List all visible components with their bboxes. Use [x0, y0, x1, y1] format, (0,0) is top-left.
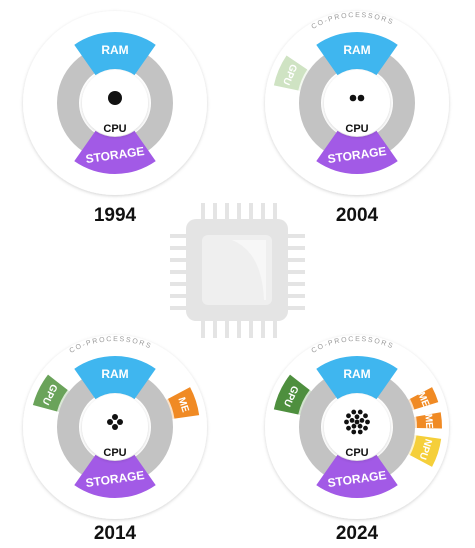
chip-pin	[225, 203, 229, 221]
memory-ring	[56, 44, 174, 162]
me-label: ME	[415, 391, 431, 409]
core-dot	[107, 419, 113, 425]
core-dot	[117, 419, 123, 425]
chip-pin	[237, 320, 241, 338]
cpu-label: CPU	[345, 123, 368, 135]
ram-segment	[74, 356, 156, 400]
chip-pin	[170, 270, 188, 274]
storage-segment	[74, 454, 156, 498]
memory-ring	[56, 368, 174, 486]
cpu-label: CPU	[345, 447, 368, 459]
storage-segment	[316, 130, 398, 174]
core-dot	[363, 425, 368, 431]
chip-pin	[170, 258, 188, 262]
chip-pin	[237, 203, 241, 221]
chip-pin	[287, 234, 305, 238]
core-dot	[354, 414, 360, 420]
chip-pin	[261, 203, 265, 221]
chip-pin	[249, 203, 253, 221]
core-dots	[108, 91, 122, 105]
me-wedge	[416, 412, 443, 429]
ram-segment	[316, 356, 398, 400]
chip-pin	[287, 246, 305, 250]
core-dot	[359, 417, 365, 423]
ram-segment	[74, 31, 156, 76]
diagram-1994: RAM STORAGE CPU 1994	[23, 11, 207, 226]
storage-segment	[316, 454, 398, 498]
chip-pin	[261, 320, 265, 338]
year-label: 2004	[336, 205, 379, 226]
core-dot	[365, 419, 370, 425]
chip-pin	[287, 294, 305, 298]
core-dot	[363, 413, 368, 419]
chip-pin	[170, 306, 188, 310]
cpu-core	[324, 394, 390, 460]
ram-label: RAM	[343, 43, 370, 57]
core-dots	[344, 409, 370, 435]
gpu-wedge	[273, 374, 310, 415]
core-dot	[357, 429, 363, 435]
storage-segment	[74, 130, 156, 174]
memory-ring	[299, 45, 415, 161]
ram-label: RAM	[101, 43, 128, 57]
chip-pin	[170, 234, 188, 238]
core-dot	[349, 94, 357, 102]
core-dot	[344, 419, 349, 425]
cpu-label: CPU	[103, 123, 126, 135]
me-label: ME	[175, 396, 190, 414]
chip-pin	[213, 203, 217, 221]
chip-pin	[287, 270, 305, 274]
chip-pin	[287, 306, 305, 310]
chip-pin	[287, 258, 305, 262]
core-dot	[349, 417, 355, 423]
memory-ring	[299, 369, 415, 485]
chip-pin	[287, 282, 305, 286]
chip-pin	[201, 203, 205, 221]
core-dot	[357, 409, 363, 415]
core-dot	[357, 423, 363, 429]
ram-segment	[316, 31, 398, 76]
me-wedge	[167, 387, 200, 419]
me-label: ME	[422, 413, 434, 429]
year-label: 2014	[94, 523, 137, 544]
gpu-wedge	[32, 374, 68, 412]
core-dot	[346, 425, 351, 431]
chip-pin	[273, 203, 277, 221]
year-label: 2024	[336, 523, 379, 544]
chip-pin	[213, 320, 217, 338]
chip-pin	[170, 246, 188, 250]
core-dot	[346, 413, 351, 419]
diagram-2004: CO-PROCESSORS GPU RAM STORAGE CPU 2004	[265, 11, 449, 226]
chip-pin	[249, 320, 253, 338]
chip-icon	[170, 203, 305, 338]
core-dot	[357, 94, 365, 102]
core-dot	[354, 419, 360, 425]
core-dot	[351, 409, 357, 415]
core-dot	[351, 429, 357, 435]
ram-label: RAM	[101, 367, 128, 381]
chip-pin	[170, 294, 188, 298]
core-dot	[112, 414, 118, 420]
ram-label: RAM	[343, 367, 370, 381]
chip-pin	[273, 320, 277, 338]
core-dot	[108, 91, 122, 105]
chip-pin	[225, 320, 229, 338]
npu-wedge	[409, 435, 442, 467]
cpu-core	[324, 70, 390, 136]
core-dots	[107, 414, 123, 430]
core-dot	[351, 423, 357, 429]
chip-pin	[201, 320, 205, 338]
gpu-wedge	[273, 55, 308, 91]
year-label: 1994	[94, 205, 137, 226]
core-dot	[112, 424, 118, 430]
chip-pin	[170, 282, 188, 286]
core-dots	[349, 94, 365, 102]
me-wedge	[409, 387, 439, 410]
cpu-label: CPU	[103, 447, 126, 459]
